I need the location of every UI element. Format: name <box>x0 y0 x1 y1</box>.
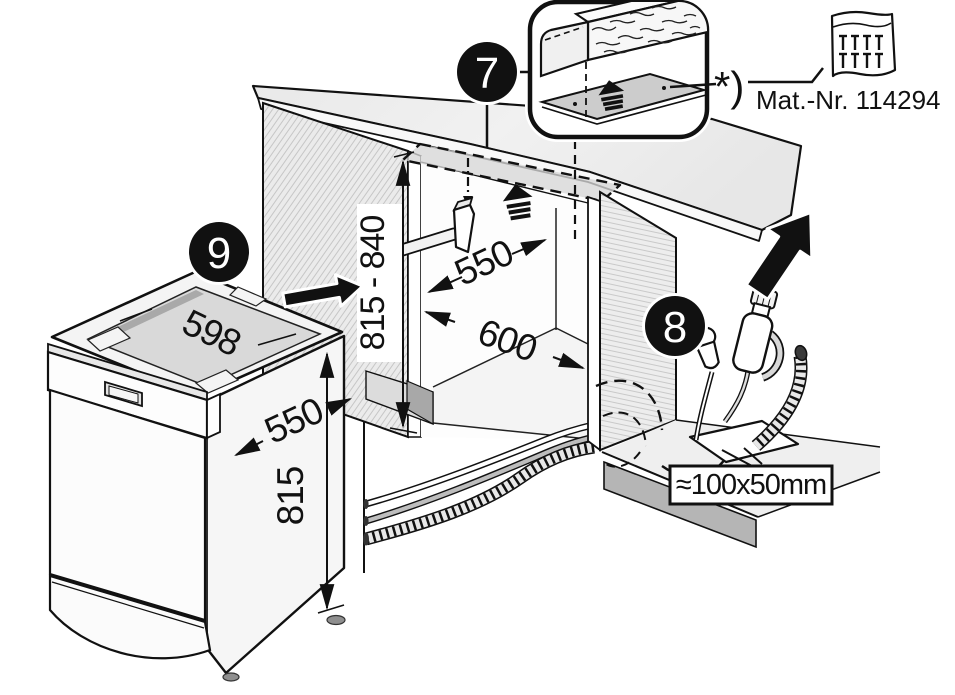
callout-7-number: 7 <box>475 49 499 98</box>
cutout-size-label: ≈100x50mm <box>668 464 834 506</box>
chipboard-texture <box>591 5 701 54</box>
cutout-leader <box>721 447 763 467</box>
callout-9-number: 9 <box>207 229 231 278</box>
dishwasher-foot <box>222 672 240 682</box>
callout-8-number: 8 <box>663 303 687 352</box>
asterisk-note: *) <box>714 63 744 110</box>
dimension-appliance-height: 815 <box>270 351 345 614</box>
dimension-niche-height: 815 - 840 <box>354 151 418 434</box>
cutout-size-text: ≈100x50mm <box>676 469 826 501</box>
drain-hose-icon <box>751 344 808 451</box>
niche-right-wall-edge <box>587 195 601 452</box>
accessory-note: *) Mat.-Nr. 114294 <box>714 10 941 115</box>
dishwasher-control-panel <box>46 342 221 440</box>
slide-direction-arrow <box>744 210 814 301</box>
dishwasher-plinth <box>48 574 212 660</box>
steam-protection-plate-outline <box>401 142 622 203</box>
dishwasher-door <box>48 388 207 622</box>
callout-7: 7 <box>454 39 531 147</box>
callout-9: 9 <box>186 219 252 285</box>
inset-detail-bubble <box>525 0 717 242</box>
push-up-arrow-icon <box>598 80 625 111</box>
niche-floor <box>433 328 588 439</box>
hose-routing-dashes <box>595 379 727 478</box>
push-up-arrow-icon <box>502 184 533 221</box>
dim-height-label: 815 <box>270 466 311 525</box>
insert-direction-arrow <box>281 273 365 309</box>
screw-packet-icon <box>830 10 897 78</box>
material-number-label: Mat.-Nr. 114294 <box>756 85 941 115</box>
hose-bundle <box>363 421 595 546</box>
callout-8: 8 <box>642 293 708 359</box>
dishwasher-foot <box>326 614 346 626</box>
dim-niche-height-label: 815 - 840 <box>354 216 392 351</box>
